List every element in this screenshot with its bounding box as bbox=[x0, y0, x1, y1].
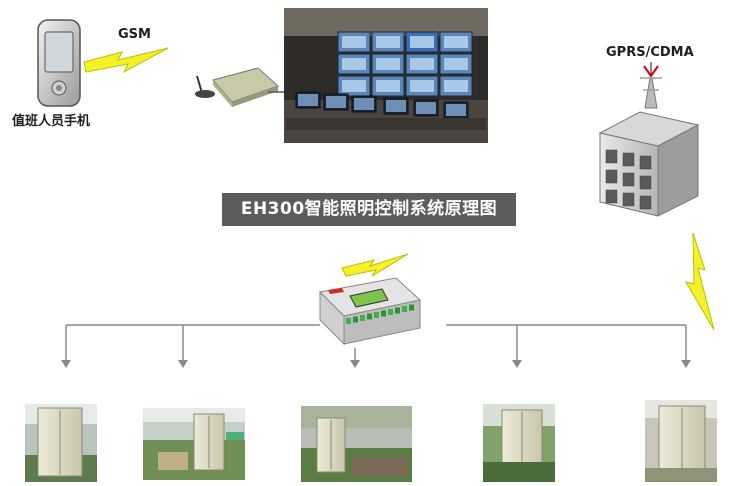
gprs-label: GPRS/CDMA bbox=[606, 45, 694, 60]
building-with-antenna-icon bbox=[598, 62, 700, 217]
lightning-controller-icon bbox=[341, 253, 409, 277]
cabinet-photo-3 bbox=[301, 406, 412, 482]
eh300-controller-icon bbox=[318, 277, 422, 346]
cabinet-photo-1 bbox=[25, 404, 97, 482]
cabinet-photo-5 bbox=[645, 400, 717, 482]
arrow-heads bbox=[61, 360, 691, 368]
control-room-video-wall-icon bbox=[284, 8, 488, 143]
mobile-phone-icon bbox=[37, 19, 81, 107]
diagram-title: EH300智能照明控制系统原理图 bbox=[222, 193, 516, 226]
phone-label: 值班人员手机 bbox=[12, 114, 91, 129]
gsm-label: GSM bbox=[118, 27, 151, 42]
cabinet-photo-4 bbox=[483, 404, 555, 482]
gsm-modem-icon bbox=[195, 67, 288, 107]
distribution-lines bbox=[65, 324, 687, 362]
lightning-gprs-icon bbox=[684, 232, 715, 331]
lightning-gsm-icon bbox=[83, 47, 169, 74]
cabinet-photo-2 bbox=[143, 408, 245, 480]
